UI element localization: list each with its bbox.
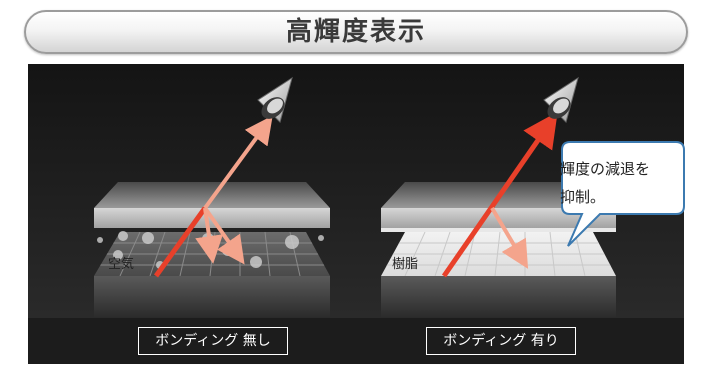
caption-no-bonding: ボンディング 無し: [138, 327, 288, 355]
display-base: [94, 276, 330, 318]
panel-with-bonding: [381, 76, 685, 318]
viewer-eye-icon: [257, 76, 293, 123]
cover-glass-top: [94, 182, 330, 208]
caption-with-bonding: ボンディング 有り: [426, 327, 576, 355]
reflected-ray: [490, 206, 529, 269]
reflected-ray-1: [195, 207, 223, 264]
viewer-eye-icon: [543, 76, 579, 123]
callout-line-1: 輝度の減退を: [560, 160, 651, 178]
grid-lines: [381, 232, 616, 276]
display-base: [381, 276, 616, 318]
air-label: 空気: [108, 257, 135, 272]
transmitted-ray: [441, 111, 558, 278]
reflected-ray-2: [203, 206, 245, 265]
page-title: 高輝度表示: [285, 17, 426, 47]
resin-label: 樹脂: [392, 257, 419, 272]
title-banner: 高輝度表示: [24, 10, 688, 54]
panel-no-bonding: [94, 76, 330, 318]
transmitted-ray: [203, 115, 273, 210]
resin-front: [381, 228, 616, 232]
callout-line-2: 抑制。: [560, 188, 606, 206]
floor-reflection: [28, 318, 684, 364]
callout-bubble: [561, 141, 685, 247]
incident-ray: [153, 206, 208, 278]
